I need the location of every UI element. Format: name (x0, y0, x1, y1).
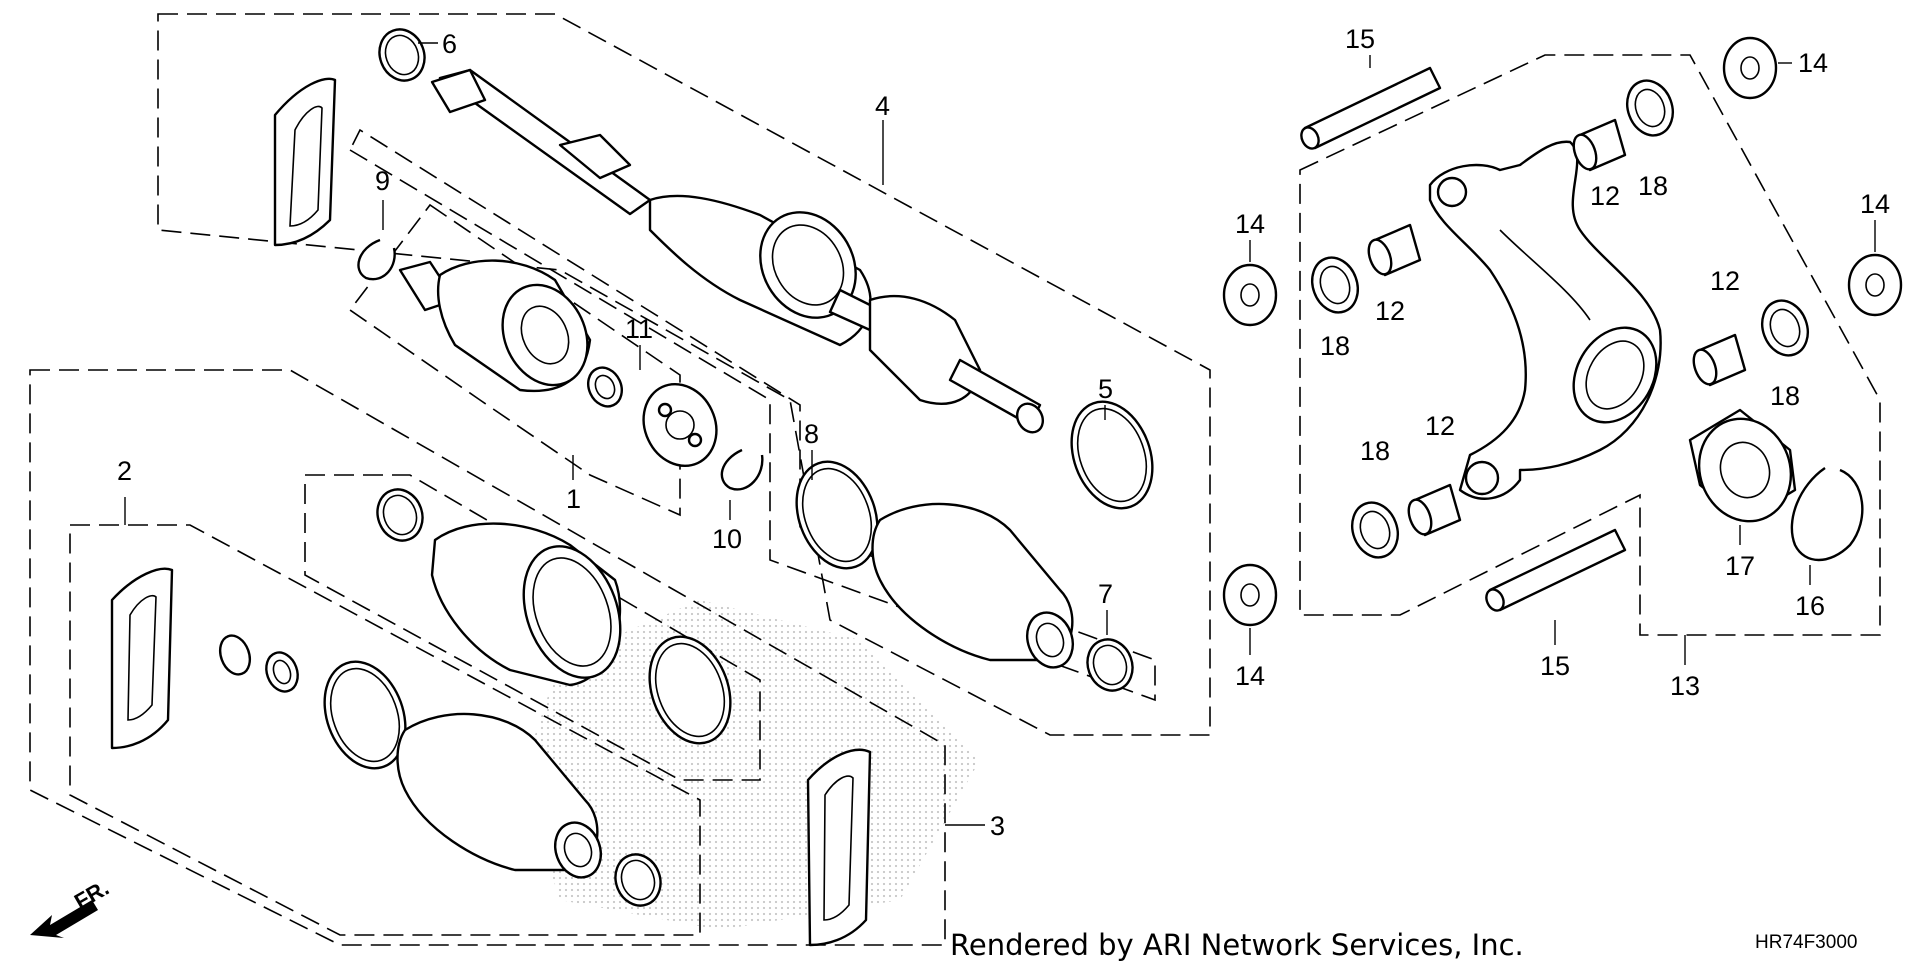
callout-18-a: 18 (1638, 171, 1668, 201)
cap-14-d (1222, 563, 1278, 627)
boot-band-7 (1086, 638, 1134, 692)
snap-ring-lower (218, 634, 252, 676)
callout-8: 8 (804, 419, 819, 449)
callout-18-b: 18 (1320, 331, 1350, 361)
grease-pack-bottom (806, 748, 872, 947)
callout-7: 7 (1098, 579, 1113, 609)
boot-band-6 (378, 28, 426, 82)
inner-boot-upper (871, 502, 1074, 669)
boot-band-large-lower (648, 635, 732, 745)
pin-15-lower (1485, 528, 1627, 612)
inner-cv-housing (398, 259, 592, 393)
callout-14-c: 14 (1860, 189, 1890, 219)
group-outline-13 (1299, 54, 1881, 636)
bushing-12-d (1407, 483, 1462, 537)
callout-15-bottom: 15 (1540, 651, 1570, 681)
axle-shaft (430, 68, 1045, 434)
group-outline-1 (348, 203, 681, 517)
seal-18-b (1311, 256, 1359, 314)
callout-18-c: 18 (1770, 381, 1800, 411)
callout-6: 6 (442, 29, 457, 59)
callout-12-a: 12 (1590, 181, 1620, 211)
group-outline-7 (348, 128, 1156, 702)
diagram-code: HR74F3000 (1755, 932, 1858, 953)
boot-band-small-lower (614, 853, 662, 907)
bearing-17 (1688, 408, 1797, 523)
callout-2: 2 (117, 456, 132, 486)
callout-4: 4 (875, 91, 890, 121)
callout-14-d: 14 (1235, 661, 1265, 691)
callout-14-b: 14 (1235, 209, 1265, 239)
bushing-12-c (1692, 333, 1747, 387)
callout-9: 9 (375, 166, 390, 196)
circlip-16 (1790, 467, 1864, 562)
boot-band-small-upper (376, 488, 424, 542)
credit-text: Rendered by ARI Network Services, Inc. (950, 928, 1524, 962)
callout-18-d: 18 (1360, 436, 1390, 466)
callout-17: 17 (1725, 551, 1755, 581)
callout-16: 16 (1795, 591, 1825, 621)
callout-12-d: 12 (1425, 411, 1455, 441)
callout-5: 5 (1098, 374, 1113, 404)
rear-knuckle-arm (1428, 140, 1662, 500)
boot-band-lower-left (323, 660, 407, 770)
snap-ring-9 (357, 238, 396, 281)
callout-labels: 6 9 4 5 7 8 11 1 10 2 3 15 14 12 18 14 1… (117, 24, 1890, 841)
front-direction-label: FR. (70, 875, 113, 914)
callout-13: 13 (1670, 671, 1700, 701)
callout-11: 11 (625, 314, 653, 344)
group-outline-inner-boot (304, 474, 761, 781)
bushing-12-b (1367, 223, 1422, 277)
spider-bearing (642, 382, 718, 468)
group-outline-2 (69, 524, 701, 936)
cap-14-a (1722, 36, 1778, 100)
callout-12-b: 12 (1375, 296, 1405, 326)
cap-14-c (1847, 253, 1903, 317)
boot-band-5 (1070, 400, 1154, 510)
seal-18-c (1761, 299, 1809, 357)
snap-ring-10 (720, 448, 764, 491)
bushing-12-a (1572, 118, 1627, 172)
seal-18-d (1351, 501, 1399, 559)
callout-12-c: 12 (1710, 266, 1740, 296)
grease-pack-lower (110, 567, 174, 750)
callout-10: 10 (712, 524, 742, 554)
boot-band-8 (795, 460, 879, 570)
cap-14-b (1222, 263, 1278, 327)
group-outline-4 (157, 13, 1211, 736)
callout-14-a: 14 (1798, 48, 1828, 78)
seal-18-a (1626, 79, 1674, 137)
circlip-lower (265, 651, 299, 693)
front-direction-arrow: FR. (30, 875, 113, 938)
grease-pack-upper (273, 77, 337, 247)
callout-3: 3 (990, 811, 1005, 841)
outer-boot-lower (430, 522, 622, 687)
inner-boot-lower (396, 712, 602, 879)
leader-lines (124, 42, 1876, 826)
circlip-11 (587, 366, 623, 408)
pin-15-upper (1300, 66, 1442, 150)
callout-15-top: 15 (1345, 24, 1375, 54)
callout-1: 1 (566, 484, 581, 514)
